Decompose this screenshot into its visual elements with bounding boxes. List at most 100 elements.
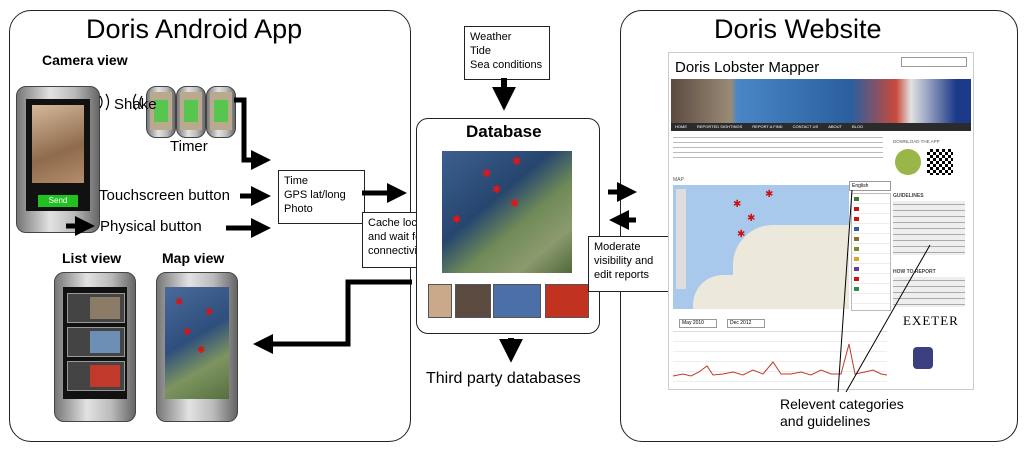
category-swatch xyxy=(854,197,859,201)
lobster-marker-icon[interactable]: ✱ xyxy=(175,297,184,308)
category-list[interactable] xyxy=(851,193,891,311)
intro-text xyxy=(673,135,883,161)
date-from-select[interactable]: May 2010 xyxy=(679,319,717,328)
third-party-label: Third party databases xyxy=(426,370,581,387)
physical-button-label: Physical button xyxy=(100,218,202,235)
database-to-map-view-arrow xyxy=(253,279,412,354)
send-button[interactable]: Send xyxy=(38,195,78,207)
lobster-marker-icon[interactable]: ✱ xyxy=(512,156,522,168)
data-line: Photo xyxy=(284,203,313,215)
weather-line: Sea conditions xyxy=(470,59,543,71)
data-line: Time xyxy=(284,175,309,187)
lobster-photo xyxy=(32,105,84,183)
data-line: GPS lat/long xyxy=(284,189,346,201)
map-label: MAP xyxy=(673,177,684,183)
site-name: Doris Lobster Mapper xyxy=(675,59,820,76)
lobster-photo-4 xyxy=(545,284,589,318)
list-view-screen xyxy=(63,287,127,399)
lobster-marker-icon[interactable]: ✱ xyxy=(733,199,742,210)
category-swatch xyxy=(854,257,859,261)
language-select[interactable]: English xyxy=(849,181,891,191)
timer-screen-1 xyxy=(150,92,172,130)
chart-svg xyxy=(673,343,887,377)
lobster-marker-icon[interactable]: ✱ xyxy=(747,213,756,224)
chart-line xyxy=(673,343,887,377)
annotation-line-1: Relevent categories xyxy=(780,396,904,412)
lobster-marker-icon[interactable]: ✱ xyxy=(765,189,774,200)
timer-bar-3 xyxy=(214,100,228,122)
list-thumb xyxy=(90,331,120,353)
nav-report[interactable]: REPORT A FIND xyxy=(752,124,783,129)
map-view-screen: ✱ ✱ ✱ ✱ xyxy=(165,287,229,399)
nav-home[interactable]: HOME xyxy=(675,124,687,129)
map-view-phone: ✱ ✱ ✱ ✱ xyxy=(156,272,238,422)
lobster-photo-3 xyxy=(493,284,541,318)
timer-screen-2 xyxy=(180,92,202,130)
website-title: Doris Website xyxy=(714,14,882,44)
guidelines-title: GUIDELINES xyxy=(893,193,924,199)
moderate-line: visibility and xyxy=(594,255,654,267)
annotation-pointer-1 xyxy=(837,189,853,393)
exeter-logo: EXETER xyxy=(903,313,959,328)
nav-contact[interactable]: CONTACT US xyxy=(792,124,819,129)
timer-phone-3 xyxy=(206,86,236,138)
lobster-marker-icon[interactable]: ✱ xyxy=(183,327,192,338)
timer-screen-3 xyxy=(210,92,232,130)
app-title: Doris Android App xyxy=(86,14,303,44)
list-item[interactable] xyxy=(67,361,125,391)
timer-bar-1 xyxy=(154,100,168,122)
category-swatch xyxy=(854,267,859,271)
database-map: ✱ ✱ ✱ ✱ ✱ xyxy=(442,151,572,273)
land-area xyxy=(693,275,773,309)
how-to-report-text xyxy=(893,277,965,307)
annotation-pointer-2 xyxy=(845,244,931,393)
lobster-marker-icon[interactable]: ✱ xyxy=(737,229,746,240)
nav-blog[interactable]: BLOG xyxy=(852,124,864,129)
lobster-photo-2 xyxy=(455,284,491,318)
search-input[interactable] xyxy=(901,57,967,67)
data-box: Time GPS lat/long Photo xyxy=(278,170,365,224)
list-item[interactable] xyxy=(67,327,125,357)
header-banner xyxy=(671,79,971,123)
list-view-phone xyxy=(54,272,136,422)
cache-line: connectivity xyxy=(368,245,426,257)
qr-code[interactable] xyxy=(927,149,953,175)
nav-sightings[interactable]: REPORTED SIGHTINGS xyxy=(697,124,743,129)
camera-view-label: Camera view xyxy=(42,52,128,68)
moderate-box: Moderate visibility and edit reports xyxy=(588,236,676,292)
weather-box: Weather Tide Sea conditions xyxy=(464,26,550,80)
lobster-marker-icon[interactable]: ✱ xyxy=(452,214,462,226)
lobster-marker-icon[interactable]: ✱ xyxy=(482,168,492,180)
lobster-marker-icon[interactable]: ✱ xyxy=(510,198,520,210)
cache-line: and wait for xyxy=(368,231,425,243)
nav-about[interactable]: ABOUT xyxy=(828,124,842,129)
crest-icon xyxy=(913,347,933,369)
weather-line: Tide xyxy=(470,45,491,57)
shake-label: Shake xyxy=(114,96,157,113)
touchscreen-button-label: Touchscreen button xyxy=(99,187,230,204)
android-logo[interactable] xyxy=(895,149,921,175)
website-screenshot: Doris Lobster Mapper HOME REPORTED SIGHT… xyxy=(668,52,974,390)
timer-phone-1 xyxy=(146,86,176,138)
date-to-select[interactable]: Dec 2012 xyxy=(727,319,765,328)
zoom-control[interactable] xyxy=(676,189,686,289)
category-swatch xyxy=(854,277,859,281)
timer-phone-2 xyxy=(176,86,206,138)
lobster-photo-1 xyxy=(428,284,452,318)
sightings-chart xyxy=(673,331,887,382)
timer-label: Timer xyxy=(170,138,208,155)
weather-line: Weather xyxy=(470,31,512,43)
list-item[interactable] xyxy=(67,293,125,323)
camera-phone: Send xyxy=(16,86,100,233)
nav-bar: HOME REPORTED SIGHTINGS REPORT A FIND CO… xyxy=(671,123,971,131)
list-view-label: List view xyxy=(62,250,122,266)
annotation-line-2: and guidelines xyxy=(780,413,871,429)
lobster-marker-icon[interactable]: ✱ xyxy=(492,184,502,196)
category-swatch xyxy=(854,207,859,211)
lobster-marker-icon[interactable]: ✱ xyxy=(205,307,214,318)
site-map[interactable]: ✱ ✱ ✱ ✱ xyxy=(673,185,849,309)
lobster-marker-icon[interactable]: ✱ xyxy=(197,345,206,356)
category-swatch xyxy=(854,227,859,231)
map-view-label: Map view xyxy=(162,250,225,266)
